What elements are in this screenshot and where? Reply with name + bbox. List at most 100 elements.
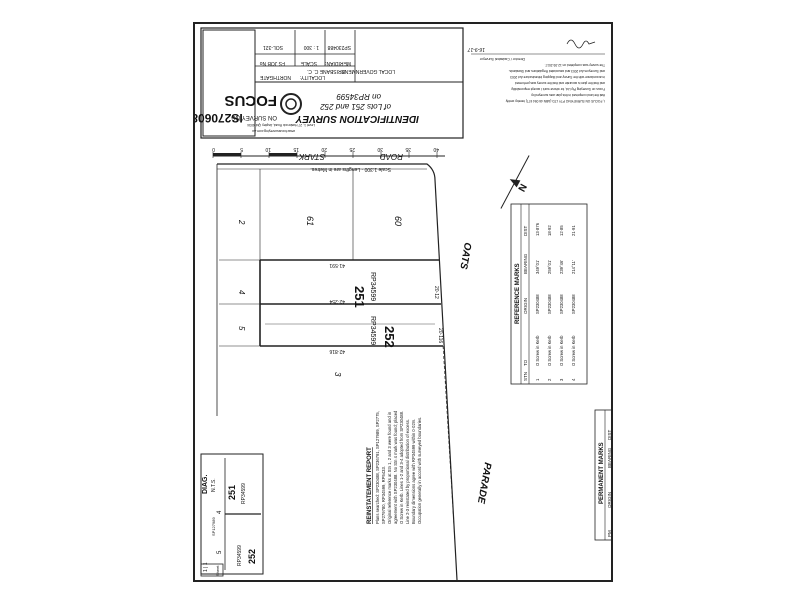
dimension-4: 20·116	[437, 328, 443, 343]
reinstatement-report: REINSTATEMENT REPORT Plans searched: SP2…	[367, 410, 422, 524]
reference-marks-cell: SP230488	[571, 294, 576, 314]
scale-tick-label: 25	[349, 146, 355, 152]
permanent-marks-header: ORIGIN	[607, 492, 611, 508]
certificate-line: that the land comprised in this plan was…	[531, 93, 605, 97]
surveyor-signature	[566, 39, 596, 49]
scale-label: SCALE	[300, 60, 317, 66]
reference-marks-cell: 12·85	[559, 225, 564, 236]
reference-marks-cell: O Screw in Kerb	[535, 335, 540, 366]
reinstatement-report-line: Boundary dimensions agree with RP34599 w…	[411, 419, 416, 524]
reference-marks-cell: 1	[535, 378, 540, 381]
lot-251-label: 251	[352, 286, 367, 308]
survey-type: IDENTIFICATION SURVEY	[295, 113, 419, 124]
reference-marks-cell: 259°01'	[547, 260, 552, 274]
certificate-date: 16-9-17	[468, 46, 485, 52]
reference-marks-cell: 4	[571, 378, 576, 381]
lot-60-label: 60	[393, 216, 403, 226]
lot-3-label: 3	[333, 372, 342, 377]
reference-marks-cell: 214°11'	[571, 260, 576, 274]
diagram-lot-252: 252	[247, 549, 257, 564]
north-arrow-icon: N	[500, 155, 530, 209]
scale-tick-label: 40	[433, 146, 439, 152]
permanent-marks-header: DIST	[607, 429, 611, 440]
meridian-label: MERIDIAN:	[325, 60, 351, 66]
scale-tick-label: 20	[321, 146, 327, 152]
lot-5-label: 5	[237, 326, 246, 331]
diagram-plan-2: RP34599	[237, 545, 243, 566]
reinstatement-report-line: O Screw in Kerb. Lines 1-2 and 3-4 adopt…	[399, 411, 404, 524]
lot-2-label: 2	[237, 219, 246, 225]
sheet-label: Sheet	[215, 565, 220, 576]
reinstatement-report-title: REINSTATEMENT REPORT	[367, 447, 373, 524]
certificate-line: in accordance with the Survey and Mappin…	[510, 75, 605, 79]
company-block: FOCUS ON SURVEYING Level 1, 27 Hasbrook …	[225, 92, 316, 133]
reference-marks-cell: 239°46'	[559, 260, 564, 274]
diagram-lot-5: 5	[217, 550, 223, 554]
reference-marks-title: REFERENCE MARKS	[515, 263, 521, 324]
local-government-label: LOCAL GOVERNMENT:	[341, 68, 395, 74]
dimension-2: 42·816	[329, 348, 345, 354]
survey-plan-sheet: IS270608 SOL-321 FS JOB No 1 : 300 SCALE…	[193, 22, 613, 582]
sheet-value: 1 | 1	[203, 562, 209, 572]
reference-marks-cell: SP230488	[559, 294, 564, 314]
dimension-1: 42·254	[329, 298, 345, 304]
focus-logo-icon	[280, 93, 302, 115]
company-name: FOCUS	[225, 92, 278, 109]
reference-marks-cell: 349°01'	[535, 260, 540, 274]
diagram-lot-4: 4	[217, 510, 223, 514]
reference-marks-header: STN	[523, 372, 528, 381]
diagram-inset: DIAG. N.T.S. 251 252 RP34599 RP34599 4 5…	[200, 453, 264, 575]
scale-tick-label: 0	[212, 146, 215, 152]
diagram-ref: SP127989	[211, 517, 216, 536]
company-tagline: ON SURVEYING	[231, 114, 277, 120]
diagram-label: DIAG.	[202, 475, 209, 495]
lot-252-label: 252	[382, 326, 397, 348]
certificate-line: Focus on Surveying Pty Ltd, for whose wo…	[511, 87, 605, 91]
scale-tick-label: 15	[293, 146, 299, 152]
lot-252-plan: RP34599	[369, 316, 376, 345]
certificate-line: and Surveyors Act 2003 and associated Re…	[508, 69, 605, 73]
survey-plan-drawing: IS270608 SOL-321 FS JOB No 1 : 300 SCALE…	[195, 27, 611, 580]
svg-text:N: N	[515, 182, 528, 194]
surveyor-certificate: Director / Cadastral Surveyor 16-9-17 I,…	[468, 39, 605, 103]
certificate-line: I, FOCUS ON SURVEYING PTY LTD (ABN 46 09…	[505, 99, 605, 103]
reference-marks-cell: 13·876	[535, 222, 540, 236]
reference-marks-cell: O Screw in Kerb	[559, 335, 564, 366]
road-label-parade: PARADE	[475, 461, 493, 504]
diagram-lot-251: 251	[227, 485, 237, 500]
reference-marks-header: TO	[523, 359, 528, 366]
locality-value: NORTHGATE	[259, 74, 291, 80]
certificate-line: and that the plan is accurate and that t…	[515, 81, 605, 85]
meridian-value: SP230488	[327, 44, 351, 50]
cadastral-linework	[216, 163, 458, 580]
permanent-marks-title: PERMANENT MARKS	[599, 442, 605, 504]
road-label-road: ROAD	[380, 152, 403, 161]
reference-marks-cell: 2	[547, 378, 552, 381]
certificate-line: The survey was completed on 12-09-2017.	[544, 63, 605, 67]
reference-marks-cell: 18·92	[547, 225, 552, 236]
locality-label: LOCALITY:	[300, 74, 325, 80]
scale-value: 1 : 300	[303, 44, 319, 50]
company-address: Level 1, 27 Hasbrook Road, Aspley Qld 40…	[247, 123, 315, 127]
title-block: IS270608 SOL-321 FS JOB No 1 : 300 SCALE…	[195, 27, 464, 139]
reinstatement-report-line: Occupation generally in accord with surv…	[417, 417, 422, 524]
local-government-value: BRISBANE C. C.	[307, 68, 345, 74]
diagram-plan-1: RP34599	[241, 483, 247, 504]
permanent-marks-table: PERMANENT MARKS PMORIGINBEARINGDISTPM 61…	[594, 409, 611, 541]
reference-marks-header: DIST	[523, 225, 528, 236]
dimension-5: 41·591	[329, 262, 345, 268]
file-label: FS JOB No	[259, 60, 285, 66]
reinstatement-report-line: Line 2-3 reinstated by proportional dist…	[405, 419, 410, 524]
reference-marks-cell: O Screw in Kerb	[547, 335, 552, 366]
reference-marks-cell: O Screw in Kerb	[571, 335, 576, 366]
reinstatement-report-line: SP279780, RP34599, RP5433.	[381, 466, 386, 524]
dimension-3: 20·12	[433, 286, 439, 299]
road-label-oats: OATS	[457, 241, 473, 270]
company-web: www.focussurveying.com.au	[252, 129, 295, 133]
lots-line: of Lots 251 and 252	[320, 102, 391, 111]
reference-marks-header: BEARING	[523, 253, 528, 274]
plan-number: IS270608	[195, 111, 243, 125]
reference-marks-cell: 3	[559, 378, 564, 381]
reference-marks-header: ORIGIN	[523, 298, 528, 314]
